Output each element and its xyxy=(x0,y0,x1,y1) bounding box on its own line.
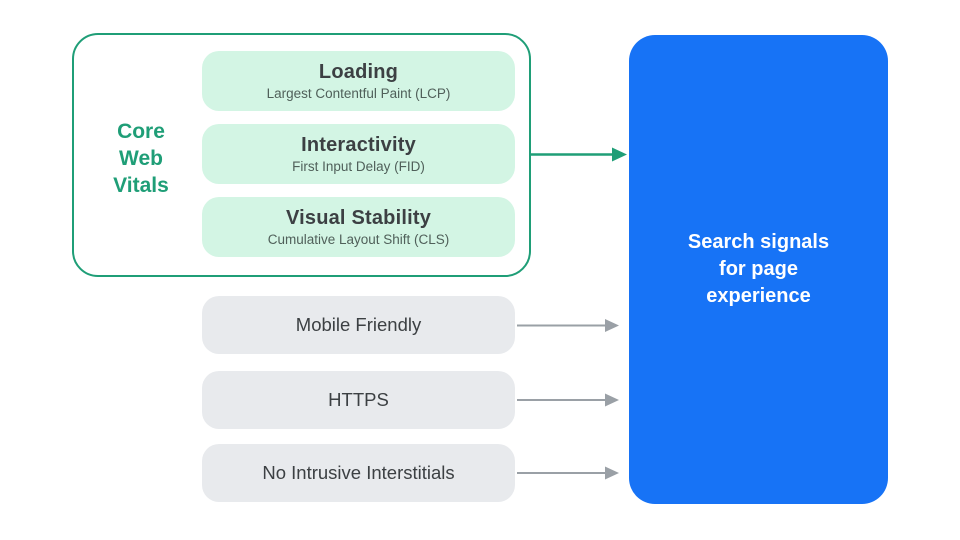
signal-pill-https: HTTPS xyxy=(202,371,515,429)
core-web-vitals-label: Core Web Vitals xyxy=(84,118,198,199)
signal-pill-no-intrusive-interstitials: No Intrusive Interstitials xyxy=(202,444,515,502)
signal-label: Mobile Friendly xyxy=(295,314,422,335)
vital-subtitle: Largest Contentful Paint (LCP) xyxy=(266,86,451,101)
vital-pill-loading: Loading Largest Contentful Paint (LCP) xyxy=(202,51,515,111)
vital-pill-interactivity: Interactivity First Input Delay (FID) xyxy=(202,124,515,184)
search-signals-label: Search signals for page experience xyxy=(688,229,829,310)
mobile-friendly-arrow xyxy=(517,319,619,332)
https-arrow xyxy=(517,393,619,407)
core-web-vitals-label-line: Vitals xyxy=(113,174,169,197)
vital-subtitle: First Input Delay (FID) xyxy=(292,159,425,174)
signal-pill-mobile-friendly: Mobile Friendly xyxy=(202,296,515,354)
vital-title: Visual Stability xyxy=(285,207,432,229)
signal-label: HTTPS xyxy=(328,389,389,410)
search-signals-label-line: for page xyxy=(719,258,798,280)
core-web-vitals-arrow xyxy=(531,147,627,162)
vital-title: Interactivity xyxy=(301,134,416,156)
search-signals-label-line: experience xyxy=(706,285,811,307)
core-web-vitals-label-line: Core xyxy=(117,120,165,143)
search-signals-label-line: Search signals xyxy=(687,231,830,253)
interstitials-arrow xyxy=(517,466,619,480)
signal-label: No Intrusive Interstitials xyxy=(262,462,455,483)
core-web-vitals-label-line: Web xyxy=(119,147,163,170)
vital-title: Loading xyxy=(318,61,399,83)
search-signals-card: Search signals for page experience xyxy=(629,35,888,504)
vital-subtitle: Cumulative Layout Shift (CLS) xyxy=(267,232,450,247)
vital-pill-visual-stability: Visual Stability Cumulative Layout Shift… xyxy=(202,197,515,257)
